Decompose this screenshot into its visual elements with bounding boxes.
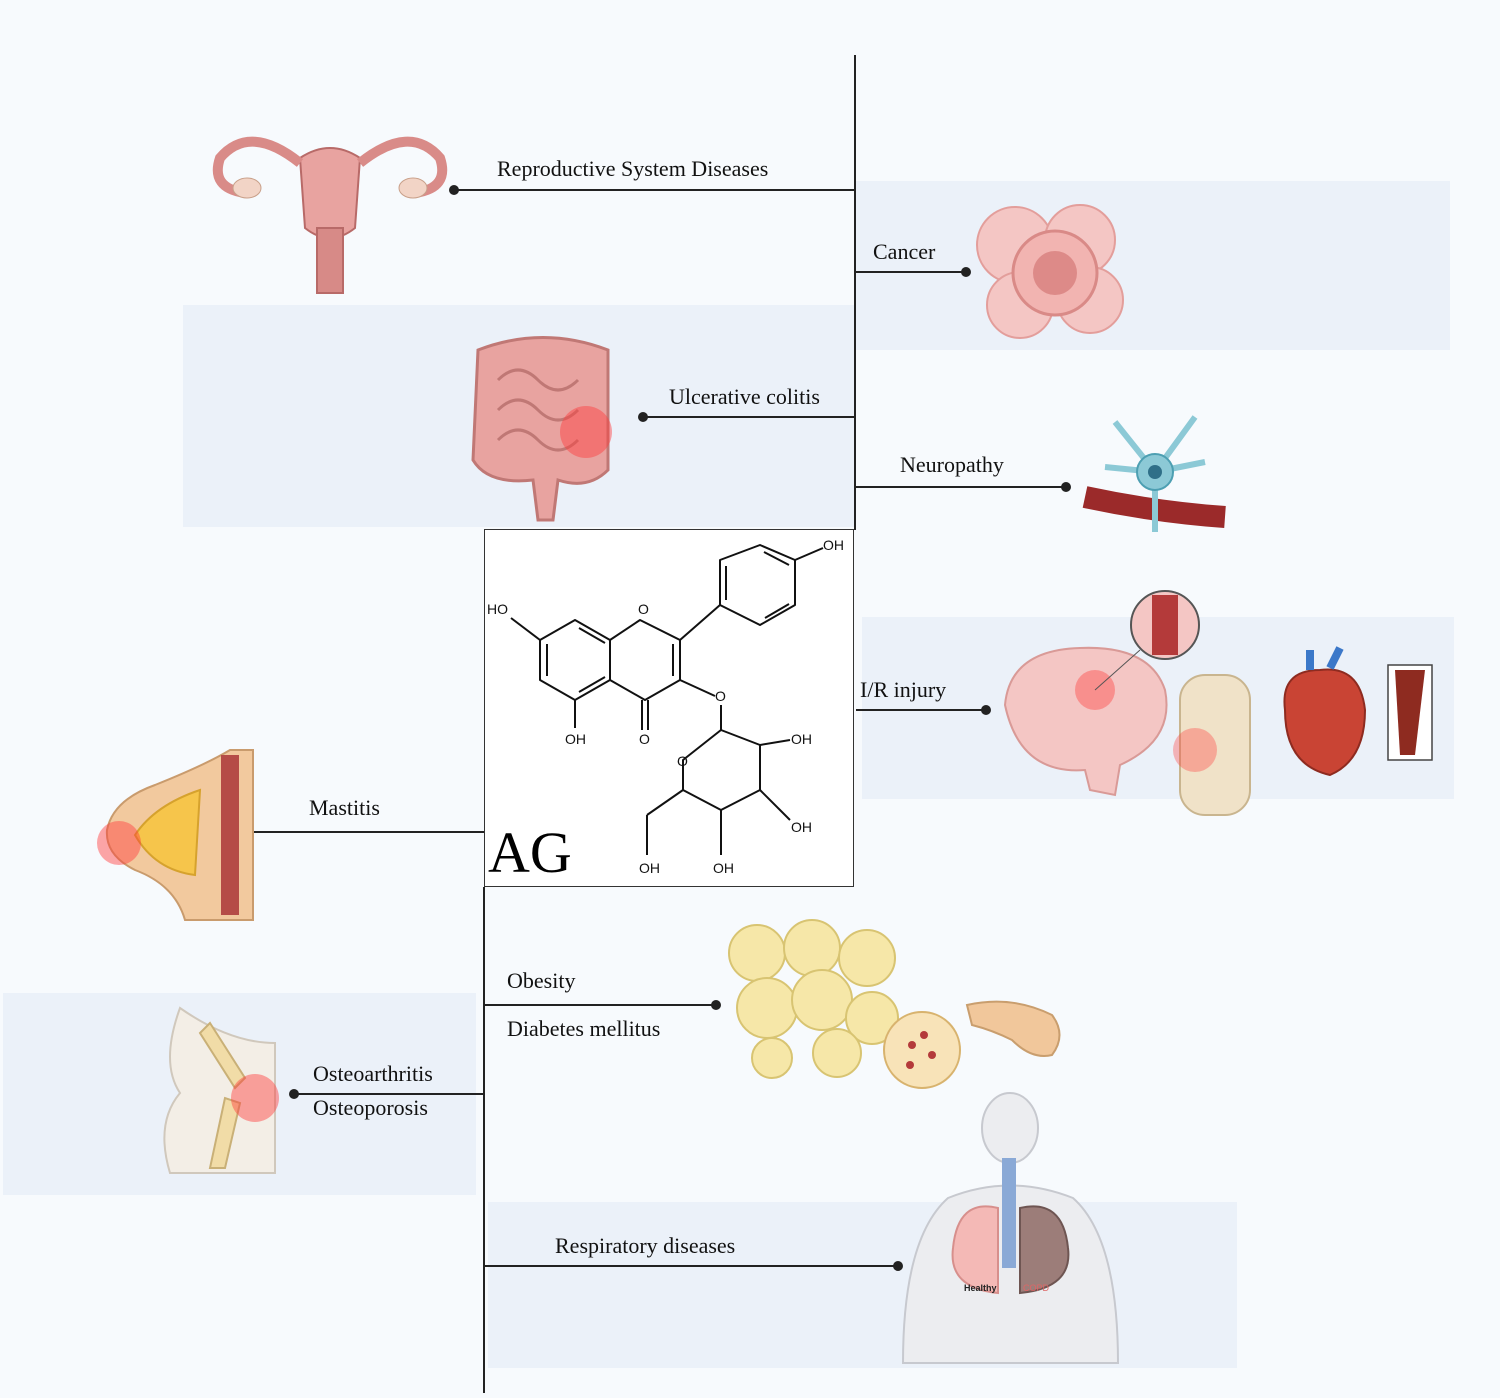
ischemia-organs-icon	[1003, 590, 1433, 816]
band-cancer	[856, 181, 1450, 350]
group-keto-o: O	[639, 731, 650, 747]
label-osteoporosis: Osteoporosis	[313, 1095, 428, 1120]
group-sugar-ring-o: O	[677, 753, 688, 769]
group-ring-o: O	[638, 601, 649, 617]
spine-lower	[483, 887, 485, 1393]
branch-osteo	[294, 1093, 484, 1095]
dot-osteo	[289, 1089, 299, 1099]
spine-upper	[854, 55, 856, 530]
dot-cancer	[961, 267, 971, 277]
dot-colitis	[638, 412, 648, 422]
lungs-copd-label: COPD	[1023, 1283, 1050, 1293]
label-diabetes: Diabetes mellitus	[507, 1016, 661, 1041]
group-oh-6p: OH	[639, 860, 660, 876]
group-oh-b-ring: OH	[823, 537, 844, 553]
fat-cells-icon	[728, 919, 899, 1079]
label-mastitis: Mastitis	[309, 795, 380, 820]
knee-icon	[163, 1006, 279, 1174]
compound-structure: OH HO O OH O O O OH OH OH OH	[487, 537, 844, 876]
branch-colitis	[643, 416, 855, 418]
group-oh-4p: OH	[713, 860, 734, 876]
breast-icon	[97, 749, 254, 921]
branch-ir-injury	[856, 709, 986, 711]
group-oh-5: OH	[565, 731, 586, 747]
cancer-cells-icon	[976, 204, 1124, 339]
lungs-icon: Healthy COPD	[901, 1092, 1120, 1364]
group-oh-2p: OH	[791, 731, 812, 747]
uterus-icon	[212, 136, 448, 294]
compound-name: AG	[488, 820, 572, 885]
label-colitis: Ulcerative colitis	[669, 384, 820, 409]
branch-mastitis	[240, 831, 484, 833]
branch-obesity	[485, 1004, 716, 1006]
branch-reproductive	[454, 189, 855, 191]
label-reproductive: Reproductive System Diseases	[497, 156, 769, 181]
lungs-healthy-label: Healthy	[964, 1283, 997, 1293]
label-cancer: Cancer	[873, 239, 936, 264]
branch-respiratory	[485, 1265, 898, 1267]
label-osteoarthritis: Osteoarthritis	[313, 1061, 433, 1086]
label-obesity: Obesity	[507, 968, 576, 993]
band-respiratory	[488, 1202, 1237, 1368]
label-neuropathy: Neuropathy	[900, 452, 1004, 477]
group-oh-3p: OH	[791, 819, 812, 835]
dot-reproductive	[449, 185, 459, 195]
pancreas-icon	[883, 1000, 1061, 1089]
group-ho-a-ring: HO	[487, 601, 508, 617]
branch-cancer	[856, 271, 966, 273]
dot-respiratory	[893, 1261, 903, 1271]
branch-neuropathy	[856, 486, 1066, 488]
dot-neuropathy	[1061, 482, 1071, 492]
group-glyco-o: O	[715, 688, 726, 704]
dot-obesity	[711, 1000, 721, 1010]
compound-structure-box: OH HO O OH O O O OH OH OH OH AG	[484, 529, 854, 887]
dot-ir-injury	[981, 705, 991, 715]
neuron-icon	[1082, 415, 1226, 532]
label-respiratory: Respiratory diseases	[555, 1233, 736, 1258]
intestine-icon	[471, 336, 612, 522]
label-ir-injury: I/R injury	[860, 677, 947, 702]
